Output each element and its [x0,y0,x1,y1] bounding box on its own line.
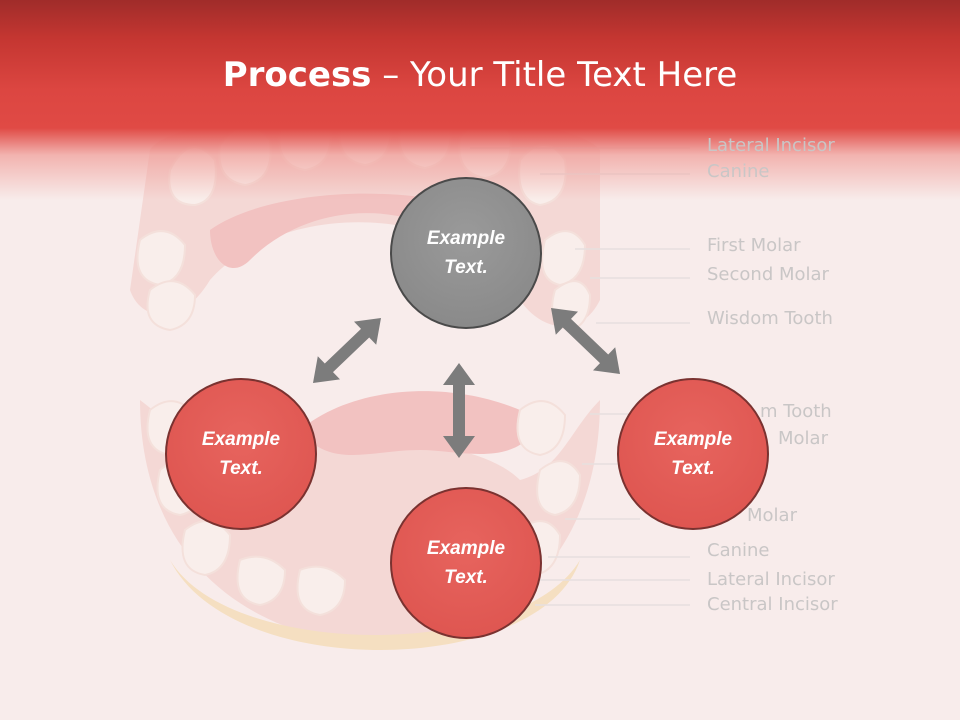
slide-title: Process – Your Title Text Here [0,54,960,96]
label-canine-lower: Canine [707,540,770,561]
label-first-molar-upper: First Molar [707,235,801,256]
title-rest: – Your Title Text Here [371,55,738,95]
label-lateral-incisor-upper: Lateral Incisor [707,135,835,156]
node-bottom-text: Example Text. [426,538,506,588]
label-second-molar-upper: Second Molar [707,264,829,285]
label-central-incisor-lower: Central Incisor [707,594,838,615]
label-wisdom-tooth-lower: m Tooth [760,401,832,422]
node-right-text: Example Text. [653,429,733,479]
node-left[interactable]: Example Text. [165,378,317,530]
node-right[interactable]: Example Text. [617,378,769,530]
label-wisdom-tooth-upper: Wisdom Tooth [707,308,833,329]
arrows-group [313,308,620,458]
node-top-text: Example Text. [426,228,506,278]
title-bold: Process [222,55,372,95]
arrow-top-left [313,318,381,383]
arrow-top-bottom [443,363,475,458]
label-first-molar-lower: Molar [747,505,797,526]
arrow-top-right [551,308,620,374]
label-lateral-incisor-lower: Lateral Incisor [707,569,835,590]
label-canine-upper: Canine [707,161,770,182]
title-bar [0,0,960,200]
node-top[interactable]: Example Text. [390,177,542,329]
node-left-text: Example Text. [201,429,281,479]
label-second-molar-lower: Molar [778,428,828,449]
node-bottom[interactable]: Example Text. [390,487,542,639]
